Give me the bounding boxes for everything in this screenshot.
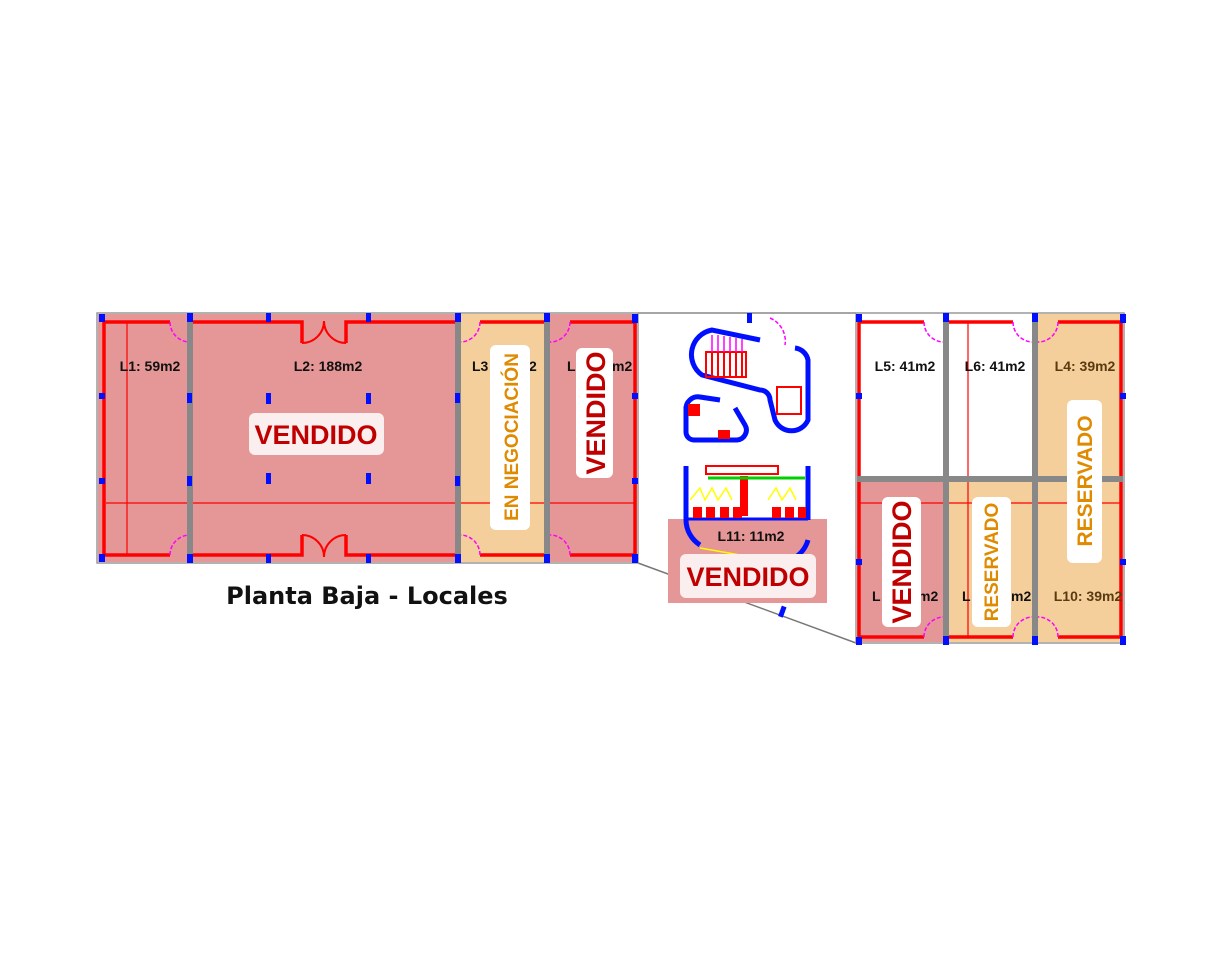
unit-label-end: m2	[612, 358, 632, 374]
unit-label: L1: 59m2	[120, 358, 181, 374]
door-swings	[923, 321, 1059, 638]
status-badge	[576, 348, 613, 478]
unit-label: L2: 188m2	[294, 358, 363, 374]
status-badge	[882, 497, 921, 627]
status-badge-text: VENDIDO	[686, 562, 809, 592]
unit-label-start: L	[567, 358, 576, 374]
partitions	[857, 314, 1123, 642]
status-badge	[249, 413, 384, 455]
status-badge-text: VENDIDO	[887, 500, 917, 623]
page-title: Planta Baja - Locales	[226, 582, 508, 610]
status-badge-text: VENDIDO	[581, 351, 611, 474]
status-badge-text: RESERVADO	[1074, 415, 1097, 546]
unit-l5[interactable]	[857, 314, 946, 480]
unit-label-end: m2	[918, 588, 938, 604]
walls	[102, 320, 637, 558]
unit-label-start: L	[872, 588, 881, 604]
status-badge-text: RESERVADO	[982, 503, 1003, 622]
unit-label-end: 2	[529, 358, 537, 374]
unit-label: L6: 41m2	[965, 358, 1026, 374]
core-walls	[683, 327, 811, 563]
left-block: L1: 59m2 L2: 188m2 L3 2 L m2 VENDIDO EN …	[96, 312, 639, 564]
status-badge	[490, 345, 530, 530]
unit-label: L11: 11m2	[718, 528, 785, 544]
unit-label-start: L3	[472, 358, 489, 374]
unit-label: L5: 41m2	[875, 358, 936, 374]
status-badge	[680, 554, 816, 598]
unit-l1[interactable]	[98, 314, 190, 562]
unit-label: L10: 39m2	[1054, 588, 1123, 604]
fixtures	[688, 404, 806, 518]
stairs	[705, 351, 802, 475]
columns	[99, 313, 638, 563]
columns	[856, 313, 1126, 645]
partitions	[187, 314, 550, 562]
door-swings	[169, 321, 571, 556]
unit-l6[interactable]	[946, 314, 1035, 480]
core: L11: 11m2 VENDIDO	[668, 313, 827, 618]
unit-label-start: L	[962, 588, 971, 604]
unit-label-end: m2	[1011, 588, 1031, 604]
status-badge	[972, 497, 1011, 627]
stairs-upper	[711, 317, 787, 352]
right-block: L5: 41m2 L6: 41m2 L4: 39m2 L m2 L m2 L10…	[855, 312, 1126, 645]
unit-label: L4: 39m2	[1055, 358, 1116, 374]
status-badge	[1067, 400, 1102, 563]
status-badge-text: EN NEGOCIACIÓN	[501, 353, 523, 521]
status-badge-text: VENDIDO	[254, 420, 377, 450]
